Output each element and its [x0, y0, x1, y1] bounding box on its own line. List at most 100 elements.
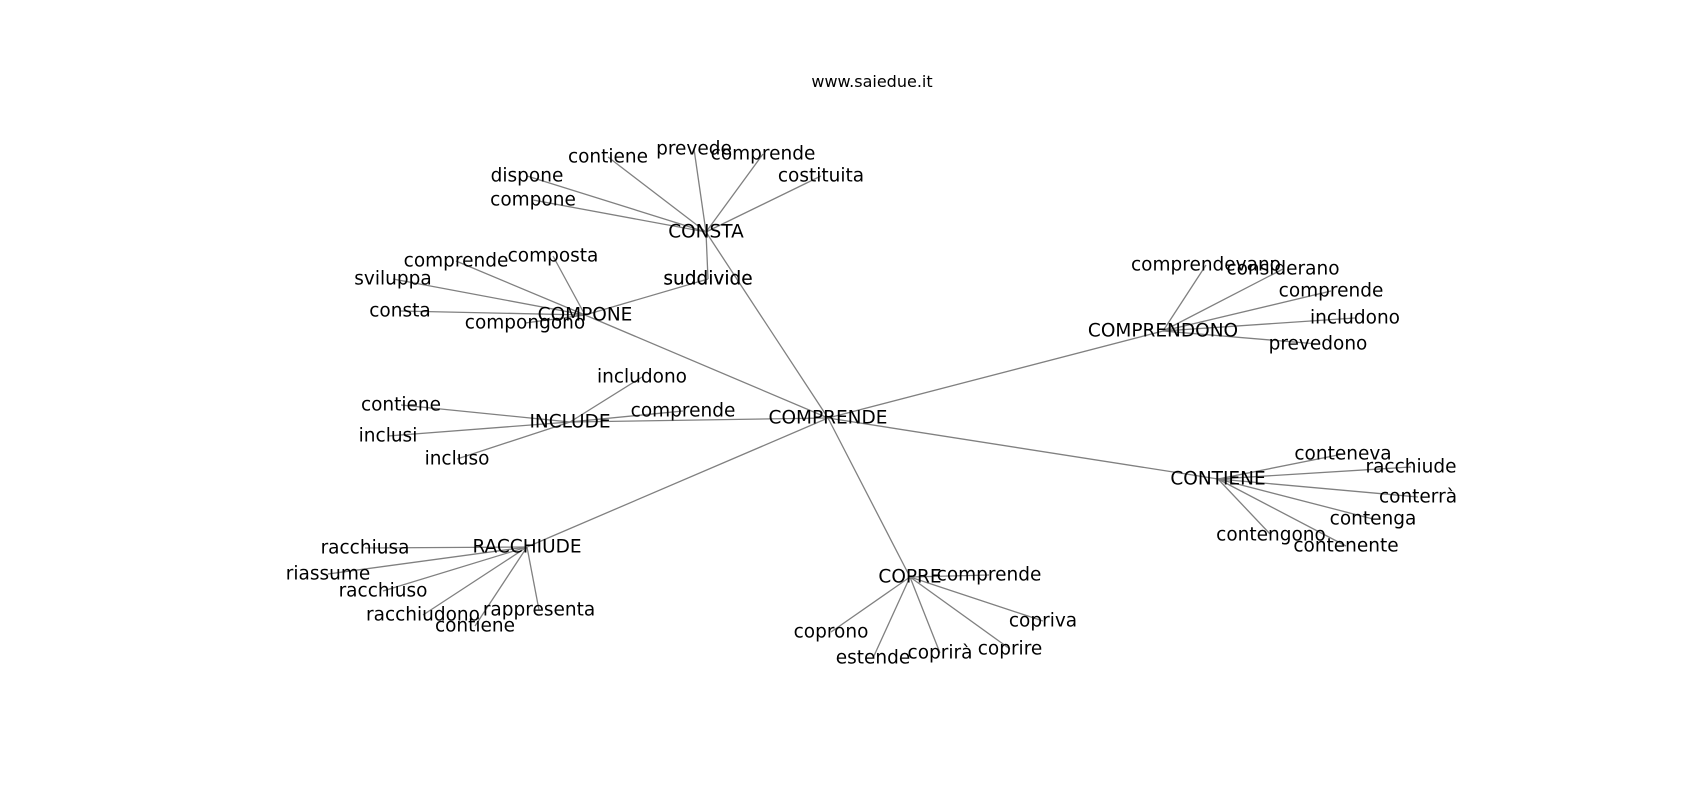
node-consta-child: prevede	[656, 139, 732, 160]
node-include-child: includono	[597, 367, 687, 388]
node-contiene-child: contenente	[1293, 536, 1398, 557]
node-copre-child: coprono	[794, 622, 869, 643]
edge-racchiude-1	[327, 546, 528, 575]
edge-comprendono-3	[1162, 317, 1356, 332]
node-contiene-child: contenga	[1330, 509, 1417, 530]
edge-compone-5	[584, 278, 709, 316]
node-copre-child: coprirà	[908, 643, 973, 664]
edge-comprendono-4	[1162, 330, 1319, 345]
node-consta-child: compone	[490, 190, 576, 211]
edge-copre-4	[909, 576, 1011, 650]
edge-consta-2	[705, 153, 764, 233]
node-comprendono-child: comprende	[1279, 281, 1384, 302]
node-comprendono-child: includono	[1310, 308, 1400, 329]
node-copre-child: coprire	[978, 639, 1043, 660]
edge-include-2	[387, 421, 571, 437]
edge-root-compone	[584, 314, 829, 419]
graph-edges	[327, 148, 1419, 659]
node-include-child: comprende	[631, 401, 736, 422]
edge-racchiude-3	[422, 546, 528, 616]
edge-contiene-4	[1217, 478, 1272, 536]
edge-copre-3	[909, 576, 941, 654]
edge-copre-2	[872, 576, 911, 659]
edge-racchiude-2	[382, 546, 528, 592]
edge-comprendono-1	[1162, 268, 1284, 332]
node-contiene: CONTIENE	[1170, 469, 1265, 490]
node-racchiude-child: racchiuso	[339, 581, 428, 602]
edge-consta-6	[705, 231, 709, 280]
edge-include-0	[569, 376, 643, 423]
node-consta-child: dispone	[491, 166, 564, 187]
edge-include-1	[400, 404, 571, 423]
node-racchiude-child: racchiusa	[321, 538, 410, 559]
edge-consta-3	[705, 175, 822, 233]
node-racchiude: RACCHIUDE	[472, 537, 581, 558]
edge-compone-2	[392, 278, 586, 316]
node-compone-child: suddivide	[663, 269, 752, 290]
edge-root-racchiude	[526, 417, 829, 548]
node-copre-child: comprende	[937, 565, 1042, 586]
node-compone-child: sviluppa	[354, 269, 431, 290]
node-racchiude-child: rappresenta	[483, 600, 595, 621]
node-compone-child: comprende	[404, 251, 509, 272]
edge-racchiude-0	[364, 546, 528, 549]
node-consta-child: comprende	[711, 144, 816, 165]
edge-include-3	[456, 421, 571, 460]
node-compone: COMPONE	[538, 305, 633, 326]
edge-compone-0	[455, 260, 586, 316]
edge-root-copre	[827, 417, 911, 578]
edge-contiene-5	[1217, 478, 1347, 547]
node-comprendono-child: comprendevano	[1131, 255, 1281, 276]
edge-contiene-0	[1217, 453, 1344, 480]
edge-consta-0	[607, 156, 707, 233]
node-racchiude-child: contiene	[435, 616, 515, 637]
node-include: INCLUDE	[529, 412, 610, 433]
edge-consta-1	[693, 148, 707, 233]
edge-consta-4	[526, 175, 707, 233]
edge-contiene-3	[1217, 478, 1374, 520]
edge-root-consta	[705, 231, 829, 419]
node-include-child: incluso	[425, 449, 490, 470]
node-comprendono-child: considerano	[1226, 259, 1339, 280]
node-consta-child: suddivide	[663, 269, 752, 290]
graph-labels: www.saiedue.it COMPRENDE CONSTA contiene pr…	[286, 72, 1457, 669]
edge-racchiude-5	[526, 546, 540, 611]
node-compone-child: consta	[369, 301, 430, 322]
site-title: www.saiedue.it	[811, 72, 932, 91]
edge-copre-0	[909, 574, 990, 578]
node-root: COMPRENDE	[769, 408, 888, 429]
node-comprendono: COMPRENDONO	[1088, 321, 1238, 342]
edge-contiene-2	[1217, 478, 1419, 498]
node-copre: COPRE	[878, 567, 941, 588]
edge-consta-5	[532, 199, 707, 233]
node-contiene-child: conterrà	[1379, 487, 1457, 508]
edge-root-comprendono	[827, 330, 1164, 419]
node-consta: CONSTA	[668, 222, 744, 243]
node-comprendono-child: prevedono	[1269, 334, 1368, 355]
node-compone-child: composta	[508, 246, 599, 267]
edge-racchiude-4	[474, 546, 528, 627]
node-compone-child: compongono	[465, 313, 585, 334]
edge-copre-1	[830, 576, 911, 633]
node-consta-child: costituita	[778, 166, 864, 187]
node-contiene-child: contengono	[1216, 525, 1326, 546]
node-copre-child: estende	[836, 648, 911, 669]
edge-compone-1	[552, 255, 586, 316]
node-consta-child: contiene	[568, 147, 648, 168]
edge-comprendono-2	[1162, 290, 1332, 332]
node-contiene-child: racchiude	[1365, 457, 1456, 478]
node-contiene-child: conteneva	[1294, 444, 1391, 465]
edge-compone-4	[524, 314, 586, 324]
edge-comprendono-0	[1162, 264, 1207, 332]
node-include-child: inclusi	[359, 426, 418, 447]
edge-include-4	[569, 410, 684, 423]
node-copre-child: copriva	[1009, 611, 1077, 632]
edge-root-contiene	[827, 417, 1219, 480]
node-include-child: contiene	[361, 395, 441, 416]
node-racchiude-child: riassume	[286, 564, 371, 585]
edge-compone-3	[399, 310, 586, 316]
node-racchiude-child: racchiudono	[366, 605, 480, 626]
edge-root-include	[569, 417, 829, 423]
edge-copre-5	[909, 576, 1044, 622]
